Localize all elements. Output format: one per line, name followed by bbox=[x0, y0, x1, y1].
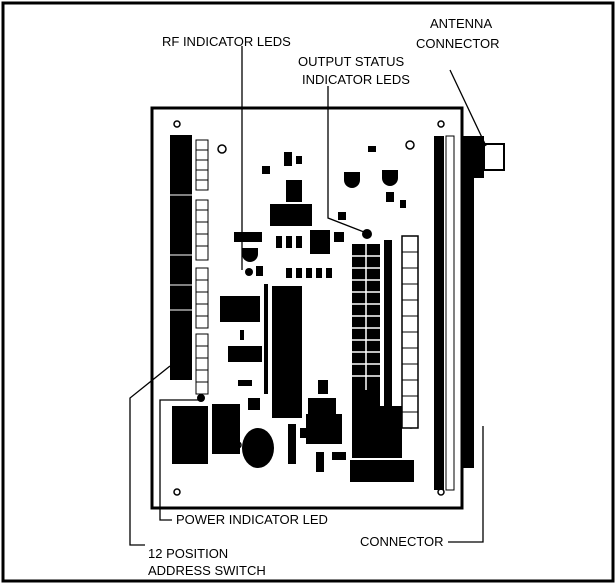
rf-indicator-leds-label: RF INDICATOR LEDS bbox=[162, 34, 291, 49]
upper-components bbox=[234, 146, 406, 254]
rf-indicator-leds bbox=[245, 266, 263, 276]
antenna-connector bbox=[462, 136, 505, 178]
antenna-leader bbox=[449, 69, 487, 147]
relay-column bbox=[384, 235, 419, 430]
connector-leader bbox=[448, 426, 484, 543]
leader-lines bbox=[129, 46, 487, 546]
bottom-components bbox=[172, 380, 414, 482]
address-leader bbox=[129, 365, 171, 546]
output-status-label-line2: INDICATOR LEDS bbox=[302, 72, 410, 87]
antenna-label-line2: CONNECTOR bbox=[416, 36, 500, 51]
left-mid-components bbox=[220, 284, 268, 410]
power-led bbox=[197, 394, 205, 402]
transistors bbox=[242, 170, 398, 262]
address-switch-label-line2: ADDRESS SWITCH bbox=[148, 563, 266, 578]
connector-label: CONNECTOR bbox=[360, 534, 444, 549]
address-switch-label-line1: 12 POSITION bbox=[148, 546, 228, 561]
output-led-segments bbox=[352, 244, 380, 390]
address-switch bbox=[170, 135, 192, 380]
antenna-label-line1: ANTENNA bbox=[430, 16, 492, 31]
resistor-ladder bbox=[195, 139, 209, 395]
output-leader bbox=[327, 86, 365, 233]
power-indicator-led-label: POWER INDICATOR LED bbox=[176, 512, 328, 527]
microcontroller bbox=[272, 286, 302, 418]
chip-row bbox=[286, 268, 332, 278]
output-connector bbox=[434, 135, 455, 491]
power-leader bbox=[159, 399, 199, 521]
output-status-label-line1: OUTPUT STATUS bbox=[298, 54, 405, 69]
side-rail bbox=[462, 178, 474, 468]
